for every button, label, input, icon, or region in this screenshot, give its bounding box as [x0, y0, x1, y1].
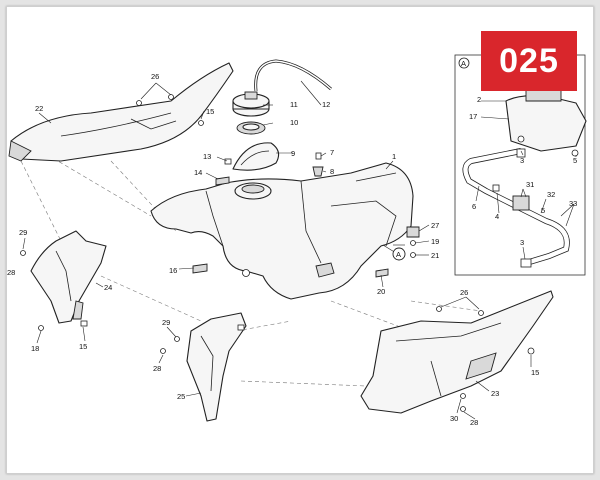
callout-20: 20 [377, 287, 385, 296]
view-marker-a: A A [392, 59, 466, 261]
callout-26: 26 [151, 72, 159, 81]
part-10-cap-seal [236, 121, 266, 135]
callout-4: 4 [495, 212, 499, 221]
callout-28: 28 [7, 268, 15, 277]
callout-25: 25 [177, 392, 185, 401]
part-25-lower-panel [160, 312, 247, 422]
callout-6: 6 [472, 202, 476, 211]
callout-13: 13 [203, 152, 211, 161]
callout-18: 18 [31, 344, 39, 353]
callout-23: 23 [491, 389, 499, 398]
callout-15: 15 [79, 342, 87, 351]
callout-11: 11 [290, 100, 298, 109]
callout-15: 15 [206, 107, 214, 116]
callout-7: 7 [330, 148, 334, 157]
callout-28: 28 [470, 418, 478, 427]
part-22-upper-cover [8, 62, 234, 162]
part-9-cap-ring [232, 142, 280, 171]
callout-3: 3 [520, 238, 524, 247]
callout-17: 17 [469, 112, 477, 121]
callout-8: 8 [330, 167, 334, 176]
callout-14: 14 [194, 168, 202, 177]
callout-10: 10 [290, 118, 298, 127]
callout-28: 28 [153, 364, 161, 373]
callout-2: 2 [477, 95, 481, 104]
callout-5: 5 [541, 206, 545, 215]
callout-27: 27 [431, 221, 439, 230]
diagram-frame: 26 22 15 11 12 10 9 13 14 7 8 1 27 19 21… [6, 6, 594, 474]
callout-12: 12 [322, 100, 330, 109]
part-12-breather-hose [254, 59, 332, 92]
callout-31: 31 [526, 180, 534, 189]
assembly-dash-lines [20, 150, 482, 387]
callout-15: 15 [531, 368, 539, 377]
callout-29: 29 [162, 318, 170, 327]
callout-30: 30 [450, 414, 458, 423]
callout-labels: 26 22 15 11 12 10 9 13 14 7 8 1 27 19 21… [7, 72, 577, 427]
callout-21: 21 [431, 251, 439, 260]
callout-3: 3 [520, 156, 524, 165]
part-1-fuel-tank [150, 162, 414, 300]
callout-33: 33 [569, 199, 577, 208]
part-11-fuel-cap [232, 91, 270, 117]
part-23-right-cover [360, 290, 554, 414]
callout-29: 29 [19, 228, 27, 237]
callout-16: 16 [169, 266, 177, 275]
callout-32: 32 [547, 190, 555, 199]
callout-5: 5 [573, 156, 577, 165]
callout-24: 24 [104, 283, 112, 292]
part-24-left-panel [20, 230, 107, 331]
small-hardware [136, 94, 420, 278]
callout-9: 9 [291, 149, 295, 158]
detail-view-label: A [461, 59, 466, 68]
callout-19: 19 [431, 237, 439, 246]
marker-a-label: A [396, 250, 401, 259]
callout-26: 26 [460, 288, 468, 297]
leader-lines [22, 80, 577, 420]
page-number-badge: 025 [481, 31, 577, 91]
callout-1: 1 [392, 152, 396, 161]
callout-22: 22 [35, 104, 43, 113]
